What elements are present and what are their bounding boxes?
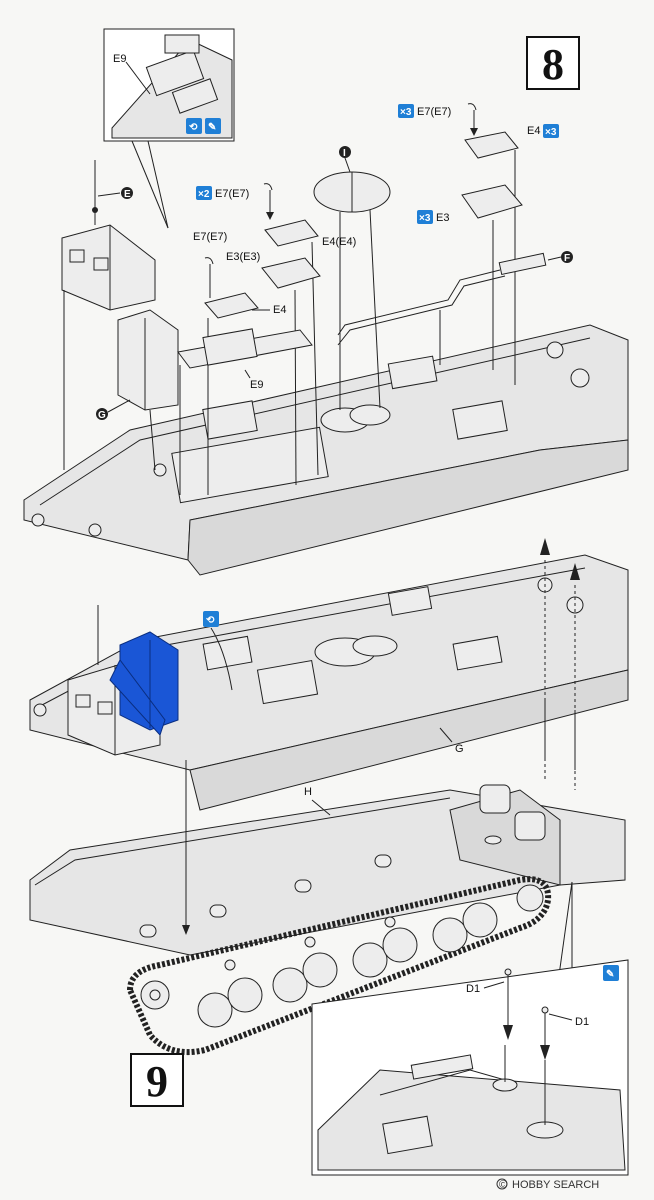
part-e4-low: E4	[204, 292, 286, 495]
part-e3-e3: E3(E3)	[226, 251, 321, 486]
label-d1-left: D1	[466, 983, 480, 995]
x3-badge-c: ×3	[419, 213, 431, 224]
label-e9-inset: E9	[113, 53, 126, 65]
cement-badge-step9	[203, 611, 219, 627]
label-e7-mid: E7(E7)	[215, 188, 249, 200]
part-i: I	[313, 146, 391, 410]
label-f: F	[564, 253, 570, 264]
track-assembly	[126, 876, 552, 1056]
step-9-box: 9	[130, 1053, 184, 1107]
x3-badge-b: ×3	[545, 127, 557, 138]
part-e3: ×3 E3	[417, 184, 523, 370]
part-e4-e4: E4(E4)	[264, 219, 356, 476]
label-e3-e3: E3(E3)	[226, 251, 260, 263]
x2-badge: ×2	[198, 189, 210, 200]
paint-badge-step9	[603, 965, 619, 981]
label-e4-low: E4	[273, 304, 286, 316]
part-g-upper: G	[96, 309, 179, 471]
cement-badge	[186, 118, 202, 134]
hull-step8	[23, 324, 629, 576]
step-8-box: 8	[526, 36, 580, 90]
label-e4-e4: E4(E4)	[322, 236, 356, 248]
arrows-up	[540, 538, 580, 790]
label-e7-left: E7(E7)	[193, 231, 227, 243]
part-e7-left: E7(E7)	[193, 231, 227, 298]
cement-icon: ⟲	[189, 122, 198, 133]
label-e: E	[124, 189, 131, 200]
label-e3: E3	[436, 212, 449, 224]
step-8-number: 8	[542, 40, 564, 89]
inset-detail-bottom: ✎ D1 D1	[311, 881, 629, 1176]
watermark: © HOBBY SEARCH	[496, 1178, 599, 1191]
part-f: F	[337, 251, 573, 365]
cement-icon: ⟲	[206, 615, 215, 626]
brush-icon: ✎	[606, 969, 614, 980]
highlighted-part-g: ⟲	[109, 611, 233, 736]
label-g-mid: G	[455, 743, 464, 755]
label-e4-top: E4	[527, 125, 540, 137]
part-e9-low: E9	[177, 328, 313, 495]
label-e7-top: E7(E7)	[417, 106, 451, 118]
label-h: H	[304, 786, 312, 798]
label-i: I	[343, 148, 346, 159]
x3-badge-a: ×3	[400, 107, 412, 118]
brush-icon: ✎	[208, 122, 216, 133]
step-9-number: 9	[146, 1057, 168, 1106]
inset-detail-top: E9 ⟲ ✎	[103, 28, 235, 229]
watermark-text: HOBBY SEARCH	[512, 1179, 599, 1191]
label-d1-right: D1	[575, 1016, 589, 1028]
label-e9-low: E9	[250, 379, 263, 391]
part-e7-mid: ×2 E7(E7)	[196, 183, 274, 220]
label-g-top: G	[98, 410, 106, 421]
hull-h: H	[29, 760, 626, 956]
hull-g-assembled: G	[29, 554, 629, 811]
cab-part: E	[61, 160, 156, 470]
part-e7-top: ×3 E7(E7)	[398, 103, 478, 136]
copyright-mark: ©	[499, 1179, 507, 1191]
paint-badge	[205, 118, 221, 134]
